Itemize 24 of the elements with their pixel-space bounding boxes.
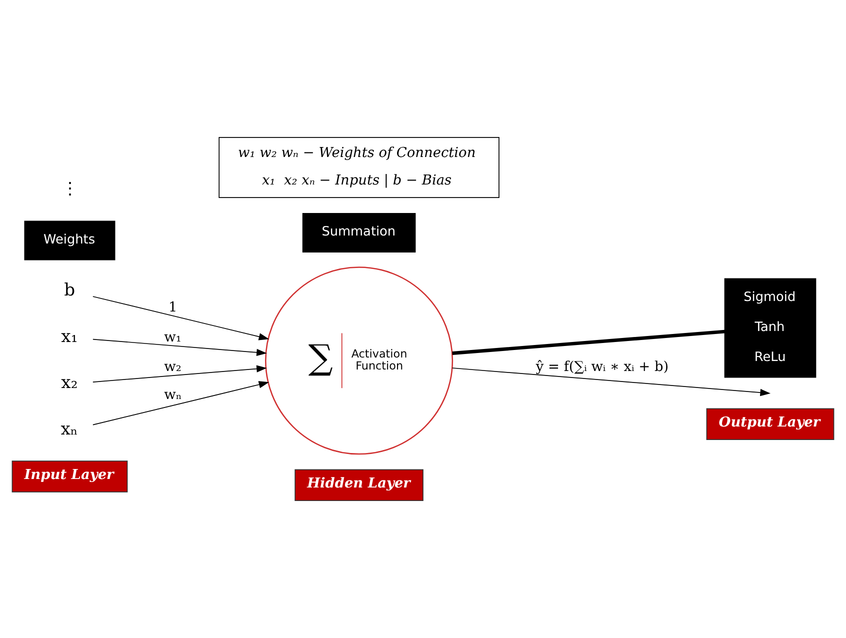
node-text: b [64,280,76,300]
node-box: Input Layer [12,460,128,492]
label: ⋮ [62,179,79,200]
arrow [92,381,270,426]
arrow [92,365,267,382]
node-circle: ∑ Activation Function [265,266,454,455]
edge-label: 1 [168,300,178,316]
node-box: w₁ w₂ wₙ − Weights of Connection x₁ x₂ xₙ − Inputs | b − Bias [218,137,500,198]
node-box: Weights [24,220,116,260]
arrow [92,296,270,340]
node-text: xₙ [60,419,78,440]
node-text: x₁ [61,326,78,347]
edge-label: w₂ [164,358,182,375]
edge-label: wₙ [164,387,182,404]
arrow [452,368,771,396]
node-box: Hidden Layer [294,469,424,501]
arrow [92,338,267,356]
node-text: x₂ [61,373,78,394]
node-box: Output Layer [706,408,834,440]
connector [452,330,725,355]
edge-label: ŷ = f(∑ᵢ wᵢ ∗ xᵢ + b) [536,358,669,375]
node-box: Sigmoid Tanh ReLu [724,278,816,378]
edge-label: w₁ [164,330,182,346]
node-box: Summation [302,212,416,252]
